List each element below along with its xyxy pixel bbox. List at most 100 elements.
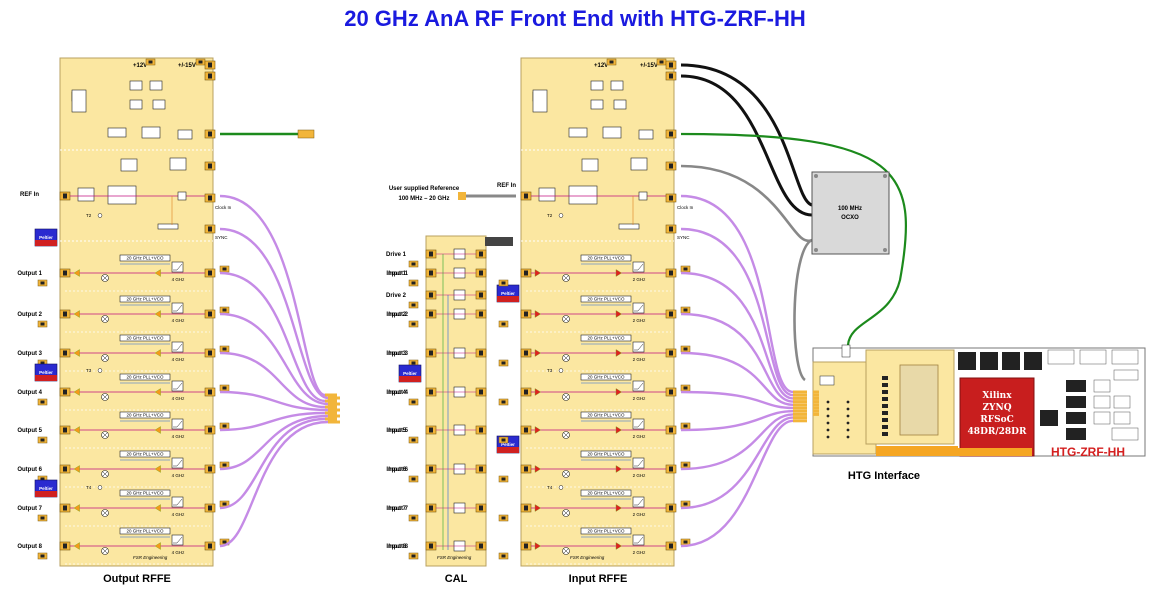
output-regulator-3 — [149, 80, 163, 91]
htg-card-via-b-3 — [846, 414, 850, 418]
output-peltier-3-label: Peltier — [39, 486, 53, 491]
output-ref-osc — [120, 158, 138, 172]
sma-pin — [669, 427, 673, 433]
input-cable-end-9 — [793, 416, 807, 420]
input-filter-label-2: 2 GHz — [633, 318, 647, 323]
input-temp-in_t3: T3 — [547, 368, 553, 373]
input-cable-end-4 — [793, 400, 807, 404]
sma-pin — [669, 131, 673, 137]
mixer-cross — [102, 275, 108, 281]
output-channel-label-1: Output 1 — [17, 271, 42, 277]
htg-top-chip-1 — [958, 352, 976, 370]
cal-caption: CAL — [445, 573, 468, 585]
input-pll-4 — [580, 373, 632, 381]
sma-pin — [669, 270, 673, 276]
output-amplifier-a-2 — [73, 310, 80, 318]
input-channel-label-5: Input 5 — [388, 428, 408, 434]
sma-pin — [429, 350, 433, 356]
page-title: 20 GHz AnA RF Front End with HTG-ZRF-HH — [344, 6, 806, 31]
output-rffe-panel: +12V +/-15V REF In Clock In SYNC Output … — [17, 57, 232, 585]
input-amplifier-a-8 — [534, 542, 541, 550]
output-filter-3 — [171, 341, 184, 353]
filter-curve — [173, 498, 183, 506]
output-cable-9 — [219, 417, 326, 510]
input-pll-8 — [580, 527, 632, 535]
output-temp-sensor-out_t3 — [97, 368, 103, 373]
output-temp-out_t3: T3 — [86, 368, 92, 373]
output-pll-1 — [119, 254, 171, 262]
tag-pin — [501, 554, 506, 558]
output-cable-end-9 — [325, 417, 337, 421]
sma-pin — [429, 251, 433, 257]
htg-switch-4 — [1093, 411, 1111, 425]
htg-fmc-pin-4 — [882, 397, 888, 401]
sma-pin — [669, 226, 673, 232]
htg-ddr-chip-1 — [1066, 380, 1086, 392]
sma-pin — [669, 195, 673, 201]
input-pll-7 — [580, 489, 632, 497]
sma-pin — [669, 73, 673, 79]
output-filter-4 — [171, 380, 184, 392]
tag-pin — [148, 60, 153, 64]
htg-usb-block-2 — [1079, 349, 1107, 365]
input-filter-8 — [632, 534, 645, 546]
output-pll-4 — [119, 373, 171, 381]
tag-pin — [40, 281, 45, 285]
output-amplifier-b-8 — [154, 542, 161, 550]
cal-label-7: Input 5 — [386, 428, 406, 434]
sma-pin — [208, 311, 212, 317]
output-filter-8 — [171, 534, 184, 546]
sma-pin — [524, 389, 528, 395]
output-channel-label-4: Output 4 — [17, 390, 42, 396]
ocxo-box — [811, 171, 890, 255]
tag-pin — [411, 322, 416, 326]
sma-pin — [429, 389, 433, 395]
input-cable-end-10 — [793, 419, 807, 423]
sma-pin — [479, 427, 483, 433]
input-filter-label-4: 2 GHz — [633, 396, 647, 401]
output-amplifier-a-6 — [73, 465, 80, 473]
fpga-chip — [959, 377, 1035, 457]
output-temp-sensor-out_t2 — [97, 213, 103, 218]
output-cable-end-1 — [325, 393, 337, 397]
output-filter-2 — [171, 302, 184, 314]
output-lo-osc — [107, 127, 127, 138]
output-pll-7 — [119, 489, 171, 497]
sma-pin — [63, 543, 67, 549]
sma-pin — [429, 505, 433, 511]
output-pll-2 — [119, 295, 171, 303]
input-lo-buffer — [638, 129, 654, 140]
htg-fmc-pin-3 — [882, 390, 888, 394]
output-sync-label: SYNC — [215, 235, 228, 240]
sma-pin — [524, 427, 528, 433]
output-pll-4-label: 20 GHz PLL+VCO — [127, 375, 164, 380]
cal-label-1: Drive 1 — [386, 252, 407, 258]
htg-pcie-strip — [958, 448, 1032, 456]
fpga-line-2: ZYNQ — [982, 403, 1011, 413]
filter-curve — [173, 304, 183, 312]
mixer-cross — [563, 275, 569, 281]
htg-card-via-2 — [826, 407, 830, 411]
output-pll-7-label: 20 GHz PLL+VCO — [127, 491, 164, 496]
sma-pin — [208, 195, 212, 201]
output-peltier-1-hot — [35, 240, 57, 246]
input-cable-end-8 — [793, 412, 807, 416]
htg-sync-connector — [841, 344, 851, 358]
sma-pin — [669, 62, 673, 68]
tag-pin — [198, 60, 203, 64]
tag-pin — [659, 60, 664, 64]
output-amplifier-b-5 — [154, 426, 161, 434]
output-filter-label-1: 4 GHz — [172, 277, 186, 282]
input-temp-in_t2: T2 — [547, 213, 553, 218]
output-pll-3-label: 20 GHz PLL+VCO — [127, 336, 164, 341]
input-amplifier-b-1 — [615, 269, 622, 277]
input-regulator-5 — [613, 99, 627, 110]
input-regulator-3 — [610, 80, 624, 91]
output-peltier-3-hot — [35, 491, 57, 497]
output-rffe-caption: Output RFFE — [103, 573, 171, 585]
input-amplifier-b-8 — [615, 542, 622, 550]
sma-pin — [669, 543, 673, 549]
